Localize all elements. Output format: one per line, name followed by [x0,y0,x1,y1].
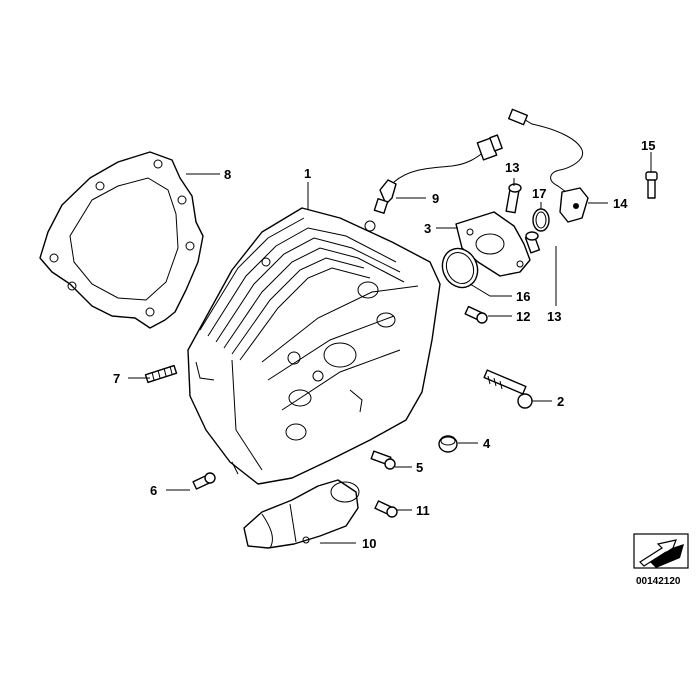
callout-12: 12 [516,309,530,324]
callout-10: 10 [362,536,376,551]
callout-7: 7 [113,371,120,386]
callout-11: 11 [416,503,430,518]
leader-lines [128,152,652,544]
callout-8: 8 [224,167,231,182]
bolt-12-part[interactable] [464,305,488,324]
intake-stub-part[interactable] [243,479,360,549]
callout-14: 14 [613,196,628,211]
bolt-13-upper-part[interactable] [505,183,522,214]
bolt-15-part[interactable] [645,171,658,199]
leader-16 [469,283,512,297]
callout-16: 16 [516,289,530,304]
bolt-5-part[interactable] [370,450,396,470]
callout-13-lower: 13 [547,309,561,324]
long-bolt-2-part[interactable] [483,369,533,409]
stud-7-part[interactable] [144,364,178,384]
callout-9: 9 [432,191,439,206]
callout-15: 15 [641,138,655,153]
cylinder-head-part[interactable] [187,207,441,485]
seal-ring-17-part[interactable] [532,208,550,232]
callout-1: 1 [304,166,311,181]
callout-2: 2 [557,394,564,409]
camshaft-sensor-part[interactable] [508,108,589,223]
bolt-11-part[interactable] [374,500,398,518]
callout-6: 6 [150,483,157,498]
cover-plate-part[interactable] [455,211,531,277]
callout-4: 4 [483,436,491,451]
reference-box: 00142120 [633,533,689,587]
plug-part[interactable] [438,435,458,453]
bolt-6-part[interactable] [192,472,216,490]
callout-labels: 1 2 3 4 5 6 7 8 9 10 11 12 13 13 14 15 1… [113,138,655,551]
callout-13-upper: 13 [505,160,519,175]
gasket-part[interactable] [39,151,204,329]
callout-3: 3 [424,221,431,236]
arrow-shadow-icon [650,544,684,568]
temperature-sensor-part[interactable] [373,134,503,214]
callout-5: 5 [416,460,423,475]
callout-17: 17 [532,186,546,201]
reference-code: 00142120 [636,576,681,587]
bolt-13-lower-part[interactable] [524,231,541,254]
o-ring-16-part[interactable] [436,243,484,294]
